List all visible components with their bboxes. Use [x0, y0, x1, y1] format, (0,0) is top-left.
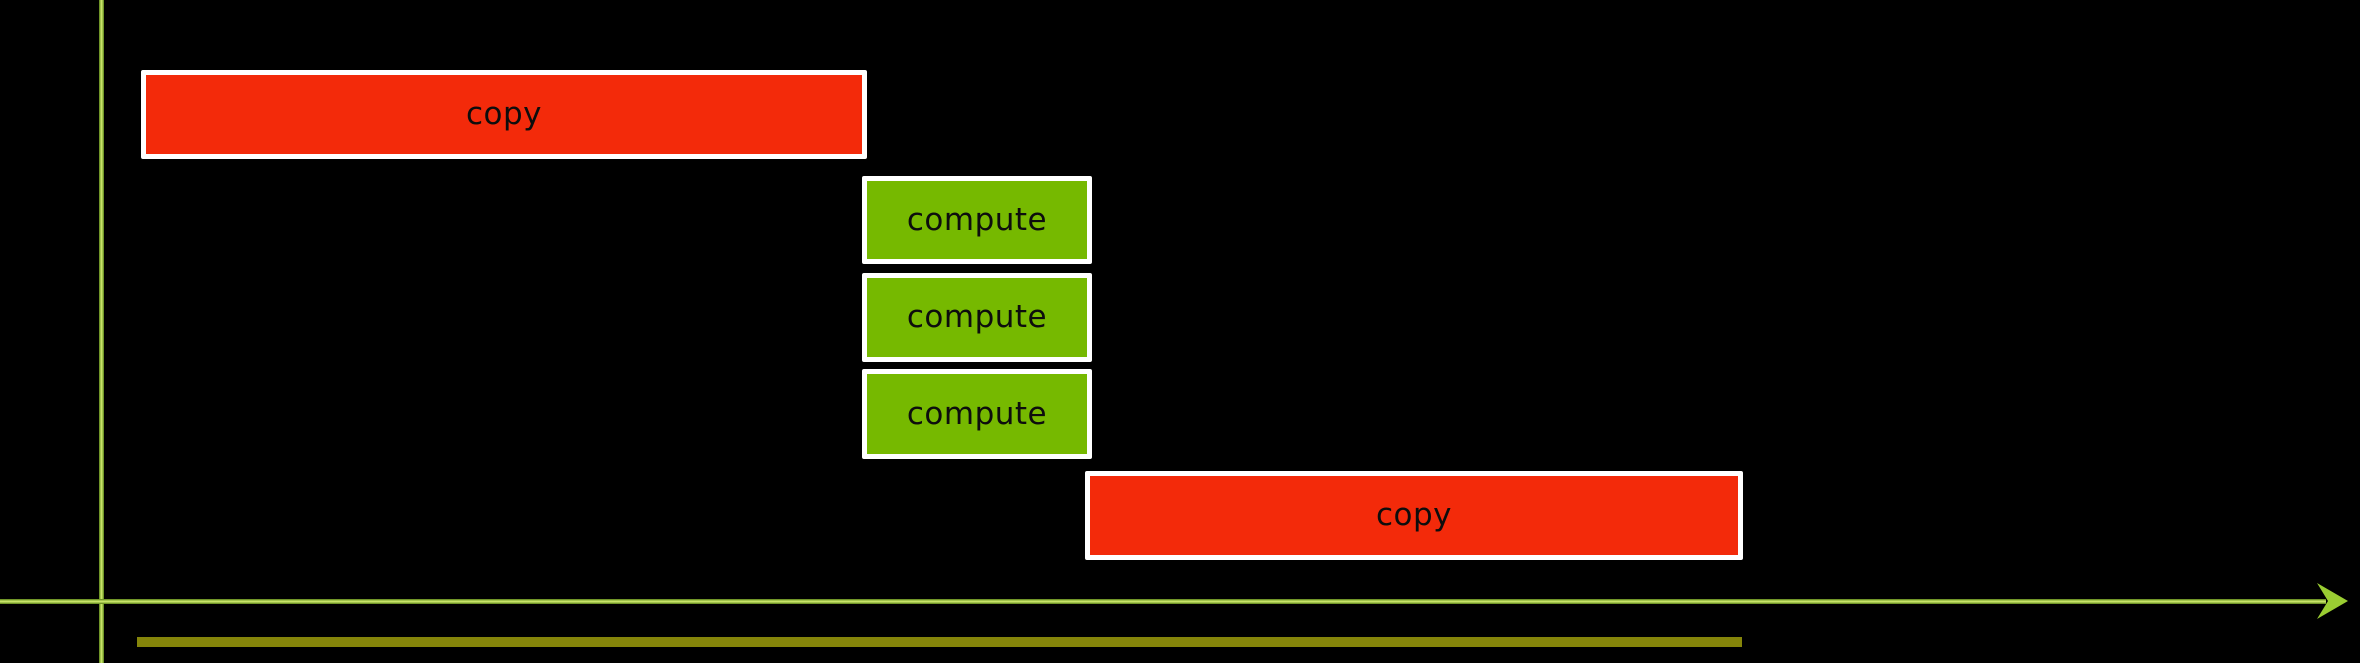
compute-3-box: compute: [862, 369, 1092, 459]
compute-2-box: compute: [862, 273, 1092, 362]
copy-2-box: copy: [1085, 471, 1743, 560]
x-axis-line: [0, 599, 2326, 604]
copy-1-label: copy: [465, 96, 543, 132]
compute-2-label: compute: [906, 299, 1048, 335]
y-axis-line: [99, 0, 104, 663]
compute-1-box: compute: [862, 176, 1092, 264]
copy-1-box: copy: [141, 70, 867, 159]
compute-1-label: compute: [906, 201, 1048, 238]
compute-3-label: compute: [906, 395, 1048, 432]
x-axis-arrowhead-icon: [2317, 583, 2348, 619]
total-duration-bar: [137, 637, 1742, 647]
copy-2-label: copy: [1375, 497, 1453, 533]
